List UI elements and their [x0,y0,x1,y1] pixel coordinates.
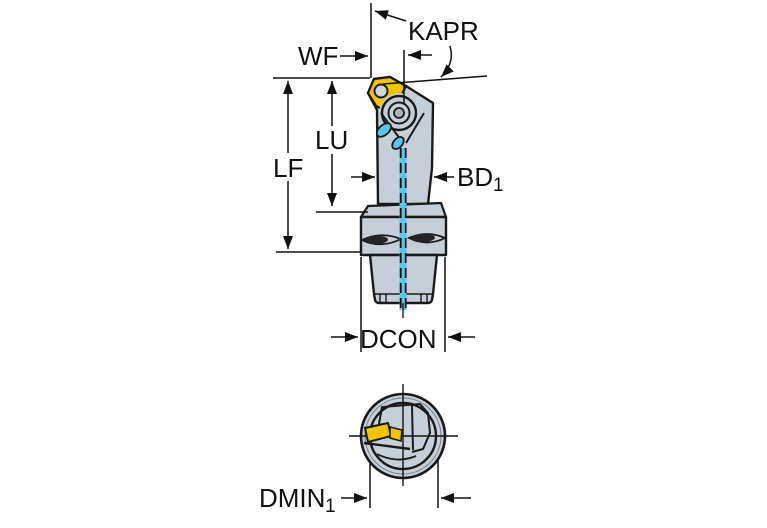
dimension-label-dmin1-subscript: 1 [325,496,336,517]
dimension-labels: KAPR WF LU LF BD 1 DCON DMIN 1 [259,16,504,517]
kapr-angle-arc [440,45,454,78]
end-view-insert-tip [389,425,403,443]
dimension-annotations [273,3,488,352]
dimension-label-dmin1: DMIN [259,483,325,513]
dimension-label-lf: LF [273,153,303,183]
coolant-nozzle-upper [375,122,393,138]
dimension-label-bd1-subscript: 1 [493,175,504,196]
coolant-nozzle-lower [391,136,405,150]
end-view-head-edge [411,404,414,451]
dimension-label-wf: WF [298,41,338,71]
clamp-screw-socket [393,107,405,119]
insert-screw-hole [373,83,389,99]
end-view-head-outline [378,402,432,453]
cutting-edge-line [382,75,488,85]
flange-slot-right-core [411,233,435,243]
coolant-centerline-band [399,148,407,310]
dimension-label-lu: LU [315,125,348,155]
clamp-edge-right [405,112,425,144]
dimension-label-kapr: KAPR [408,16,479,46]
dimension-label-dcon: DCON [360,324,437,354]
end-view-pocket-arc [376,453,417,461]
end-view [341,384,471,508]
kapr-pointer-arrow [374,10,407,22]
dimension-label-bd1: BD [457,162,493,192]
end-view-insert-seat-line [363,441,411,451]
flange-slot-left-core [364,235,388,245]
side-view [359,75,448,318]
coupling-rim-hatch [379,294,428,303]
